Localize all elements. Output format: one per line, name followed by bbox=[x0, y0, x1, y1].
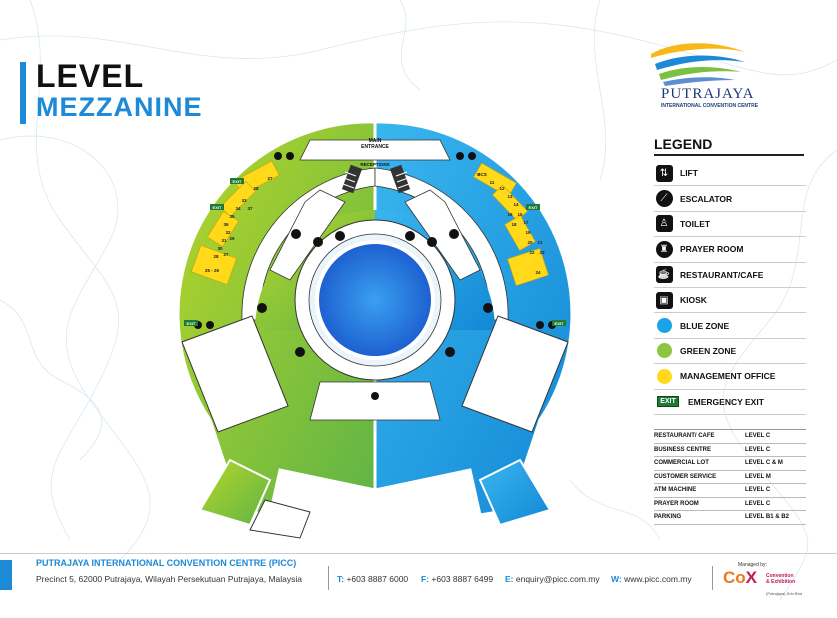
room-label-r7: 18 bbox=[511, 222, 517, 227]
room-label-r10: 21 bbox=[537, 240, 543, 245]
legend-item-emergency-exit: EXIT EMERGENCY EXIT bbox=[654, 390, 806, 415]
lower-white-block-left bbox=[249, 499, 311, 539]
exit-label-4: EXIT bbox=[555, 321, 564, 326]
room-label-l4: 35 bbox=[229, 214, 235, 219]
room-label-r3: 14 bbox=[513, 202, 519, 207]
lift-icon: ⇅ bbox=[655, 164, 673, 182]
restaurant-icon: ☕ bbox=[655, 266, 673, 284]
title-accent-bar bbox=[20, 62, 26, 124]
footer-separator bbox=[712, 566, 713, 590]
legend-item-kiosk: ▣ KIOSK bbox=[654, 288, 806, 314]
legend-item-green-zone: GREEN ZONE bbox=[654, 339, 806, 365]
room-label-l0: 27 bbox=[267, 176, 273, 181]
room-label-l5: 36 bbox=[223, 222, 229, 227]
page-title-mezzanine: MEZZANINE bbox=[36, 92, 203, 122]
green-zone-swatch bbox=[656, 343, 672, 359]
hall-right bbox=[461, 315, 569, 433]
legend-item-blue-zone: BLUE ZONE bbox=[654, 313, 806, 339]
exit-label-1: EXIT bbox=[233, 179, 242, 184]
legend-item-toilet: ♙ TOILET bbox=[654, 212, 806, 238]
room-label-l9: 30 bbox=[217, 246, 223, 251]
room-label-l11: 28 bbox=[213, 254, 219, 259]
room-label-l6: 37 bbox=[247, 206, 253, 211]
legend-item-lift: ⇅ LIFT bbox=[654, 161, 806, 187]
logo-name: PUTRAJAYA bbox=[661, 86, 755, 102]
footer-phone: T: +603 8887 6000 bbox=[337, 574, 409, 584]
prayer-room-icon: ♜ bbox=[655, 240, 673, 258]
footer-organization: PUTRAJAYA INTERNATIONAL CONVENTION CENTR… bbox=[36, 558, 297, 568]
legend-item-prayer-room: ♜ PRAYER ROOM bbox=[654, 237, 806, 263]
room-label-r4: 15 bbox=[517, 212, 523, 217]
room-label-l12: 27 bbox=[223, 252, 229, 257]
room-label-r5: 16 bbox=[507, 212, 513, 217]
map-legend: LEGEND ⇅ LIFT ⟋ ESCALATOR ♙ TOILET ♜ PRA… bbox=[654, 136, 806, 415]
managed-by-label: Managed by: bbox=[738, 562, 767, 568]
room-label-r11: 22 bbox=[529, 250, 535, 255]
room-label-r8: 19 bbox=[525, 230, 531, 235]
main-entrance-label-2: ENTRANCE bbox=[361, 144, 389, 150]
exit-label-3: EXIT bbox=[187, 321, 196, 326]
room-label-r1: 12 bbox=[499, 186, 505, 191]
management-office-swatch bbox=[656, 368, 672, 384]
footer-accent-bar bbox=[0, 560, 12, 590]
footer-website[interactable]: W: www.picc.com.my bbox=[611, 574, 692, 584]
blue-zone-swatch bbox=[656, 318, 672, 334]
page-title-level: LEVEL bbox=[36, 58, 145, 94]
footer-address: Precinct 5, 62000 Putrajaya, Wilayah Per… bbox=[36, 574, 302, 584]
legend-item-escalator: ⟋ ESCALATOR bbox=[654, 186, 806, 212]
hall-left bbox=[181, 315, 289, 433]
footer-email[interactable]: E: enquiry@picc.com.my bbox=[505, 574, 600, 584]
escalator-icon: ⟋ bbox=[655, 190, 673, 208]
room-label-r13: 24 bbox=[535, 270, 541, 275]
exit-label-5: EXIT bbox=[529, 205, 538, 210]
room-label-l3: 34 bbox=[235, 206, 241, 211]
bcs-label: BCS bbox=[477, 172, 487, 177]
room-label-r0: 11 bbox=[490, 180, 495, 185]
exit-label-2: EXIT bbox=[213, 205, 222, 210]
exit-badge-icon: EXIT bbox=[657, 396, 679, 408]
kiosk-icon: ▣ bbox=[655, 291, 673, 309]
toilet-icon: ♙ bbox=[655, 215, 673, 233]
room-label-r12: 23 bbox=[539, 250, 545, 255]
room-label-l10: 29 bbox=[229, 236, 235, 241]
room-label-r9: 20 bbox=[527, 240, 533, 245]
legend-item-restaurant: ☕ RESTAURANT/CAFE bbox=[654, 263, 806, 288]
room-label-l13: 25 - 26 bbox=[205, 268, 220, 273]
cox-description: Convention& Exhibition bbox=[766, 573, 796, 585]
main-entrance-label-1: MAIN bbox=[369, 138, 382, 144]
legend-title: LEGEND bbox=[654, 136, 804, 156]
floor-plan-map: MAIN ENTRANCE RECEPTIONS EXIT EXIT EXIT … bbox=[176, 120, 574, 539]
room-label-l1: 28 bbox=[253, 186, 259, 191]
footer-divider bbox=[0, 553, 837, 554]
footer-separator bbox=[328, 566, 329, 590]
legend-item-management-office: MANAGEMENT OFFICE bbox=[654, 364, 806, 390]
room-label-r6: 17 bbox=[523, 220, 529, 225]
picc-logo-icon bbox=[651, 43, 745, 86]
cox-company-suffix: (Putrajaya) Sdn Bhd bbox=[766, 591, 803, 596]
central-atrium bbox=[315, 240, 435, 360]
room-label-r2: 13 bbox=[507, 194, 513, 199]
room-label-l2: 33 bbox=[241, 198, 247, 203]
receptions-label: RECEPTIONS bbox=[360, 162, 389, 167]
logo-subtitle: INTERNATIONAL CONVENTION CENTRE bbox=[661, 103, 759, 109]
room-label-l7: 32 bbox=[225, 230, 231, 235]
room-label-l8: 31 bbox=[221, 238, 227, 243]
cox-logo: CoX bbox=[723, 568, 758, 587]
footer-fax: F: +603 8887 6499 bbox=[421, 574, 494, 584]
